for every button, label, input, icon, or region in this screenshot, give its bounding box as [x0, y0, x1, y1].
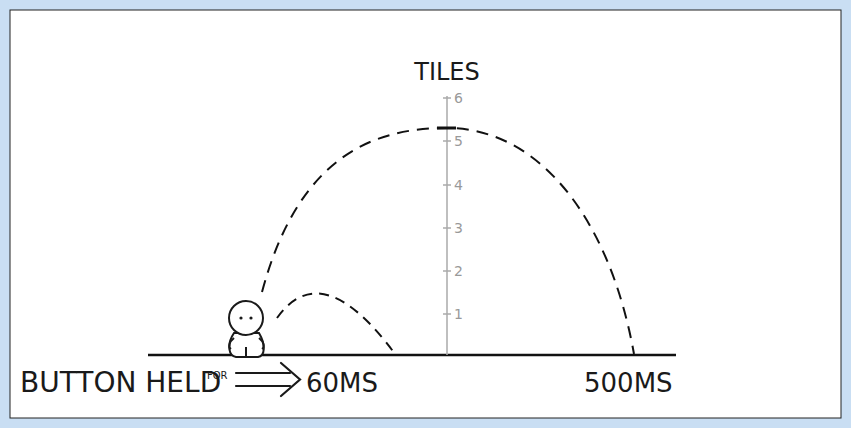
character [229, 301, 264, 357]
tick-label: 2 [454, 264, 463, 278]
panel [10, 10, 841, 418]
short-jump-arc [277, 294, 395, 355]
double-arrow [236, 363, 300, 396]
axis-title: TILES [414, 60, 480, 84]
time-label: 60MS [306, 370, 378, 396]
ground-line [148, 354, 676, 357]
for-label: FOR [207, 371, 228, 381]
long-jump-arc [262, 128, 634, 354]
tick-label: 5 [454, 134, 463, 148]
axis-ticks [443, 98, 451, 314]
tick-label: 4 [454, 178, 463, 192]
button-label: BUTTON HELD [20, 369, 221, 397]
tick-label: 6 [454, 91, 463, 105]
tick-label: 3 [454, 221, 463, 235]
axis-line [446, 96, 448, 355]
tick-label: 1 [454, 307, 463, 321]
time-label: 500MS [584, 370, 673, 396]
